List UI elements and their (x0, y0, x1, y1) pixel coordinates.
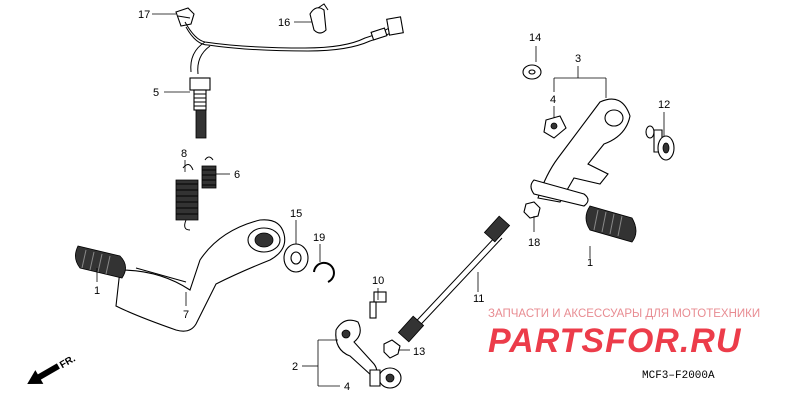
callout-8: 8 (181, 148, 187, 160)
part-circlip-19 (313, 261, 335, 283)
callout-3: 3 (575, 53, 581, 65)
part-brake-switch-5 (189, 77, 211, 139)
part-spring-6 (201, 156, 217, 189)
callout-19: 19 (313, 232, 325, 244)
callout-14: 14 (529, 32, 541, 44)
part-spring-8 (175, 164, 199, 231)
watermark-brand: PARTSFOR.RU (488, 322, 742, 360)
part-washer-14 (522, 64, 542, 80)
callout-1-right: 1 (587, 257, 593, 269)
callout-6: 6 (234, 169, 240, 181)
callout-17: 17 (138, 9, 150, 21)
part-bolt-4-top (543, 115, 567, 139)
callout-11: 11 (473, 293, 484, 305)
callout-7: 7 (183, 309, 189, 321)
callout-5: 5 (153, 87, 159, 99)
leader-lines (96, 13, 665, 387)
callout-12: 12 (658, 99, 670, 111)
callout-4-bottom: 4 (344, 381, 350, 393)
part-brake-pedal-7 (115, 219, 286, 332)
part-wire-harness (184, 16, 404, 75)
part-bolt-12 (645, 125, 675, 161)
callout-13: 13 (413, 346, 425, 358)
part-nut-13 (383, 339, 401, 359)
callout-1-left: 1 (94, 285, 100, 297)
part-clip-17 (175, 7, 195, 27)
direction-label: FR. (58, 353, 78, 371)
callout-2: 2 (292, 361, 298, 373)
callout-18: 18 (528, 237, 540, 249)
callout-10: 10 (372, 275, 384, 287)
callout-4-top: 4 (550, 94, 556, 106)
watermark-subtitle: ЗАПЧАСТИ И АКСЕССУАРЫ ДЛЯ МОТОТЕХНИКИ (488, 308, 760, 320)
callout-16: 16 (278, 17, 290, 29)
part-bolt-10 (369, 291, 387, 319)
callout-15: 15 (290, 208, 302, 220)
part-washer-15 (283, 243, 309, 273)
part-clip-16 (309, 3, 329, 34)
part-tie-rod-11 (397, 215, 511, 343)
part-bolt-4-bottom (369, 367, 402, 389)
front-direction-arrow: FR. (27, 353, 78, 384)
part-nut-18 (523, 201, 541, 219)
part-shift-arm-2 (335, 319, 378, 377)
part-pedal-rubber-right-1 (585, 205, 637, 243)
part-pedal-rubber-left-1 (75, 245, 126, 279)
part-shift-pedal-arm (530, 98, 631, 207)
diagram-code: MCF3–F2000A (642, 370, 715, 382)
